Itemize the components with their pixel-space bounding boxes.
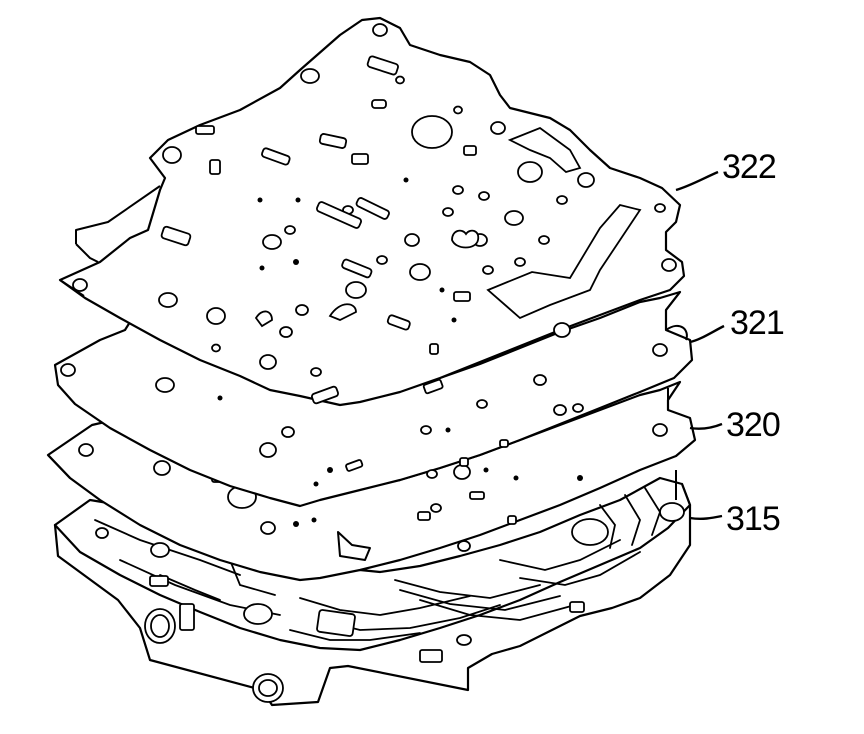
callout-322: 322 [722,148,776,186]
leader-321 [689,324,725,344]
gasket-322 [58,16,686,407]
leader-322 [675,170,719,192]
leader-320 [689,422,723,430]
valve-body-315 [53,470,692,707]
callout-321: 321 [730,304,784,342]
leader-315 [689,514,723,521]
callout-320: 320 [726,406,780,444]
callout-315: 315 [726,500,780,538]
